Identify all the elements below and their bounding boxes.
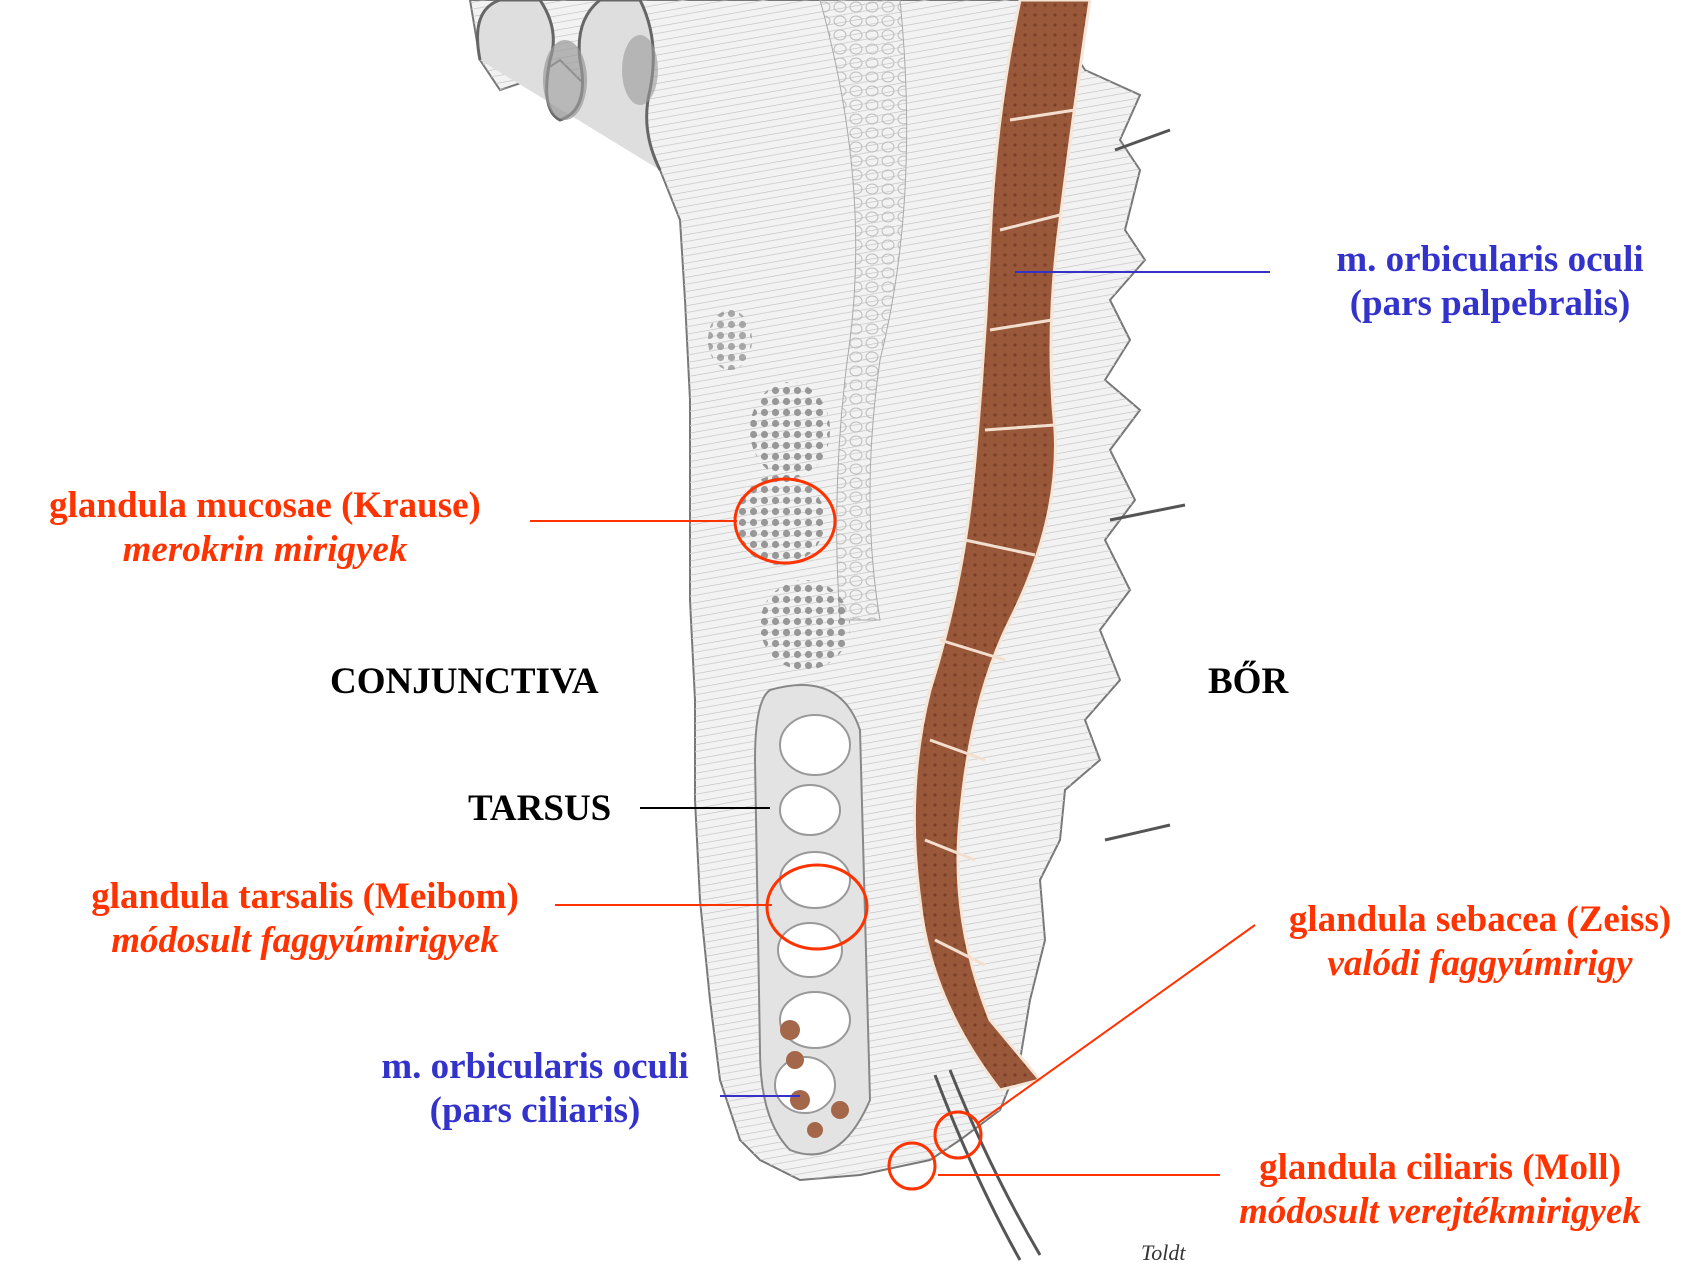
label-line: m. orbicularis oculi — [1336, 239, 1643, 280]
label-line: glandula sebacea (Zeiss) — [1289, 899, 1671, 940]
label-glandula-tarsalis: glandula tarsalis (Meibom) módosult fagg… — [50, 875, 560, 964]
label-line: m. orbicularis oculi — [381, 1046, 688, 1087]
label-glandula-ciliaris: glandula ciliaris (Moll) módosult verejt… — [1200, 1146, 1680, 1235]
label-subline: módosult verejtékmirigyek — [1200, 1190, 1680, 1234]
label-line: (pars palpebralis) — [1350, 283, 1631, 324]
fold-gland — [543, 40, 587, 120]
illustrator-credit: Toldt — [1141, 1240, 1185, 1266]
label-subline: valódi faggyúmirigy — [1260, 942, 1700, 986]
label-line: glandula mucosae (Krause) — [49, 485, 481, 526]
label-line: glandula ciliaris (Moll) — [1259, 1147, 1621, 1188]
label-subline: módosult faggyúmirigyek — [50, 919, 560, 963]
label-line: (pars ciliaris) — [430, 1090, 641, 1131]
label-tarsus: TARSUS — [468, 787, 611, 831]
label-bor: BŐR — [1208, 660, 1288, 704]
label-conjunctiva: CONJUNCTIVA — [330, 660, 599, 704]
krause-gland-cluster — [760, 580, 850, 670]
label-subline: merokrin mirigyek — [10, 528, 520, 572]
fold-gland — [622, 35, 658, 105]
label-orbicularis-palpebralis: m. orbicularis oculi (pars palpebralis) — [1310, 238, 1670, 327]
label-glandula-mucosae: glandula mucosae (Krause) merokrin mirig… — [10, 484, 520, 573]
label-orbicularis-ciliaris: m. orbicularis oculi (pars ciliaris) — [355, 1045, 715, 1134]
label-glandula-sebacea: glandula sebacea (Zeiss) valódi faggyúmi… — [1260, 898, 1700, 987]
krause-gland-cluster — [708, 310, 752, 370]
krause-gland-cluster — [750, 382, 830, 478]
label-line: glandula tarsalis (Meibom) — [91, 876, 519, 917]
